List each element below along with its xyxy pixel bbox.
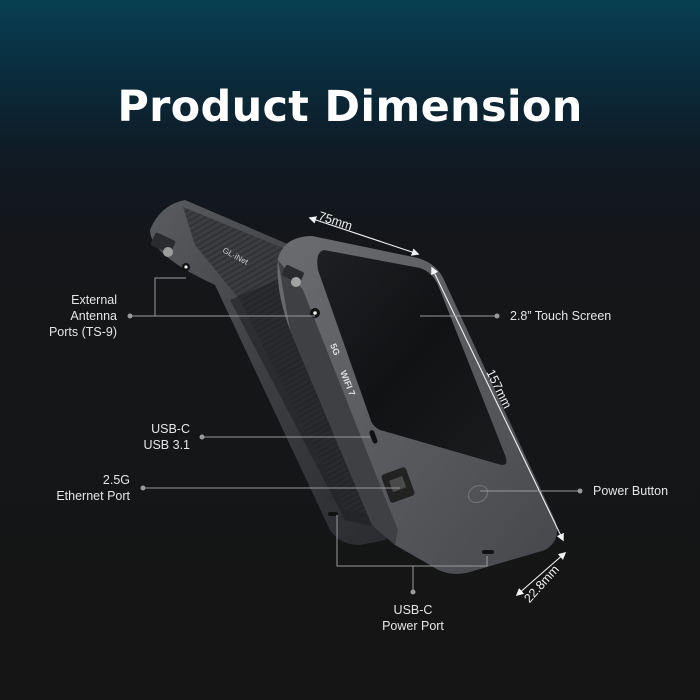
page-title: Product Dimension <box>117 82 583 132</box>
callout-antenna-line2: Antenna <box>70 309 117 323</box>
callout-usb-power-port: USB-C Power Port <box>363 602 463 634</box>
callout-antenna-line3: Ports (TS-9) <box>48 325 117 339</box>
callout-touch-screen: 2.8” Touch Screen <box>510 309 612 323</box>
dimension-arrows <box>308 216 567 597</box>
callout-usb31: USB-C USB 3.1 <box>143 421 190 453</box>
leader-dots <box>127 313 583 595</box>
callout-antenna-ports: External Antenna Ports (TS-9) <box>49 292 117 340</box>
callout-ethernet-line2: Ethernet Port <box>56 489 130 503</box>
callout-power-button: Power Button <box>593 484 669 498</box>
callout-ethernet-line1: 2.5G <box>102 473 130 487</box>
leader-lines <box>130 277 580 592</box>
svg-text:5G: 5G <box>328 342 342 357</box>
callout-usb31-line2: USB 3.1 <box>143 438 190 452</box>
callout-usb-power-line2: Power Port <box>382 619 444 633</box>
callout-usb-power-line1: USB-C <box>393 603 433 617</box>
callout-usb31-line1: USB-C <box>151 422 190 436</box>
callout-antenna-line1: External <box>71 293 117 307</box>
callout-ethernet-port: 2.5G Ethernet Port <box>56 472 130 504</box>
